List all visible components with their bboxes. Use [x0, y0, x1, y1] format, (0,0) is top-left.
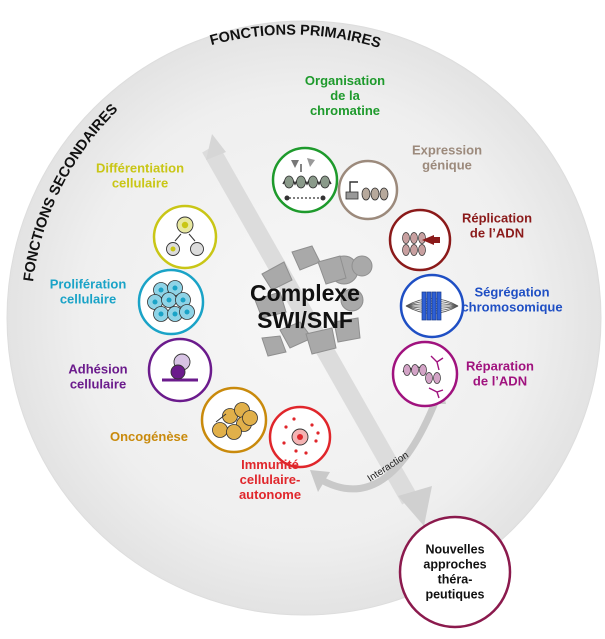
oncogenesis-circle [200, 386, 268, 454]
gene-expression-icon [345, 181, 389, 201]
therapy-circle [398, 515, 512, 629]
immunity-label-line1: Immunité [241, 457, 299, 472]
therapy-label-line3: théra- [438, 573, 473, 587]
expression-label-line1: Expression [412, 143, 482, 158]
differentiation-circle [152, 204, 218, 270]
expression-circle [337, 159, 399, 221]
repair-circle [391, 340, 459, 408]
replication-circle [388, 208, 452, 272]
oncogenesis-icon [212, 402, 258, 440]
therapy-label-line4: peutiques [425, 588, 484, 602]
repair-label-line2: de l’ADN [473, 374, 527, 389]
complex-title-line2: SWI/SNF [257, 307, 353, 333]
immunity-label-line2: cellulaire- [240, 472, 301, 487]
chromatin-label-line2: de la [330, 88, 360, 103]
segregation-label-line2: chromosomique [461, 300, 562, 315]
swi-snf-complex-icon [254, 245, 373, 357]
immunity-circle [268, 405, 332, 469]
immunity-label-line3: autonome [239, 487, 301, 502]
proliferation-label-line2: cellulaire [60, 292, 116, 307]
cell-adhesion-icon [162, 353, 198, 382]
differentiation-label-line1: Différentiation [96, 161, 184, 176]
chromatin-label-line3: chromatine [310, 103, 380, 118]
chromatin-label-line1: Organisation [305, 73, 385, 88]
chromosome-segregation-icon [405, 291, 459, 321]
adhesion-label-line1: Adhésion [68, 362, 127, 377]
chromatin-circle [271, 146, 339, 214]
cell-proliferation-icon [147, 280, 195, 322]
chromatin-organisation-icon [282, 158, 332, 201]
repair-label-line1: Réparation [466, 359, 534, 374]
segregation-label-line1: Ségrégation [474, 285, 549, 300]
proliferation-circle [137, 268, 205, 336]
expression-label-line2: génique [422, 158, 472, 173]
oncogenesis-label-line1: Oncogénèse [110, 429, 188, 444]
therapy-label-line2: approches [423, 558, 486, 572]
differentiation-label-line2: cellulaire [112, 176, 168, 191]
dna-repair-icon [402, 355, 444, 399]
adhesion-circle [147, 337, 213, 403]
complex-title-line1: Complexe [250, 280, 360, 306]
replication-label-line2: de l’ADN [470, 226, 524, 241]
replication-label-line1: Réplication [462, 211, 532, 226]
proliferation-label-line1: Prolifération [50, 277, 127, 292]
therapy-label-line1: Nouvelles [425, 543, 484, 557]
diagonal-arrow [202, 134, 432, 526]
segregation-circle [399, 273, 465, 339]
cell-differentiation-icon [166, 216, 204, 256]
dna-replication-icon [402, 232, 440, 256]
adhesion-label-line2: cellulaire [70, 377, 126, 392]
cell-autonomous-immunity-icon [282, 417, 320, 455]
